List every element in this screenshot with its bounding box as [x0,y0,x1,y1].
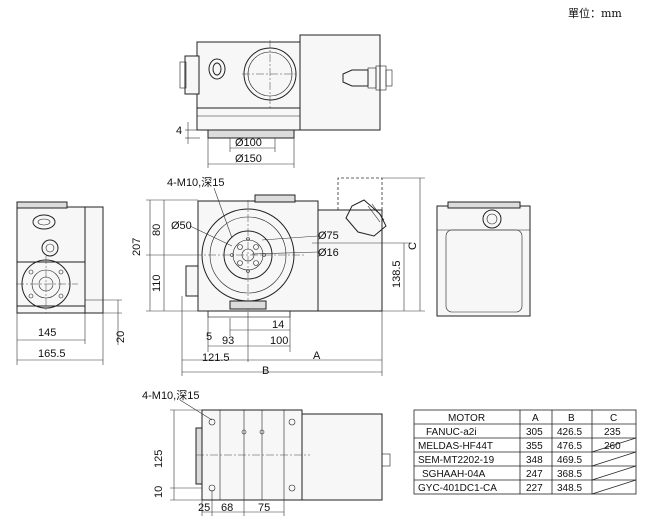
motor-connector-front [345,199,387,237]
dim-100: 100 [270,335,288,347]
dim-10: 10 [153,486,165,498]
table-cell: 368.5 [557,469,582,480]
table-cell: FANUC-a2i [426,427,477,438]
table-cell: MELDAS-HF44T [418,441,493,452]
dim-138-5: 138.5 [391,260,403,288]
table-cell: 355 [526,441,543,452]
dim-25: 25 [198,502,210,514]
unit-label: 單位：mm [568,6,622,20]
top-view [179,34,393,168]
dim-b: B [262,365,269,377]
table-cell: 247 [526,469,543,480]
table-header-b: B [568,413,575,424]
dim-d16: Ø16 [318,247,339,259]
dim-m10-bottom: 4-M10,深15 [142,389,199,402]
dim-68: 68 [221,502,233,514]
dim-d150: Ø150 [235,153,262,165]
table-header-motor: MOTOR [448,413,485,424]
table-cell: 348.5 [557,483,582,494]
table-cell: 469.5 [557,455,582,466]
dim-145: 145 [38,327,56,339]
dim-110: 110 [151,274,163,292]
table-empty-slash [591,451,637,467]
table-cell: 476.5 [557,441,582,452]
table-empty-slash [591,437,637,453]
dim-5: 5 [206,331,212,343]
table-header-a: A [532,413,539,424]
dim-20: 20 [115,331,127,343]
table-cell: 305 [526,427,543,438]
dim-4: 4 [176,125,182,137]
dim-207: 207 [131,238,143,256]
dim-c: C [407,242,419,250]
dim-80: 80 [151,224,163,236]
table-empty-slash [591,465,637,481]
table-cell: 348 [526,455,543,466]
dim-d50: Ø50 [171,220,192,232]
table-empty-slash [591,479,637,495]
table-cell: 426.5 [557,427,582,438]
table-cell: 227 [526,483,543,494]
table-cell: SGHAAH-04A [422,469,486,480]
table-cell: SEM-MT2202-19 [418,455,495,466]
table-cell: 235 [604,427,621,438]
motor-connector-top [342,65,393,91]
dim-125: 125 [153,450,165,468]
dim-d100: Ø100 [235,137,262,149]
table-cell: GYC-401DC1-CA [418,483,497,494]
dim-a: A [313,350,321,362]
front-view [146,177,425,376]
left-side-view [16,201,122,365]
right-side-view [436,201,531,317]
dim-165-5: 165.5 [38,348,66,360]
bottom-view [170,399,391,516]
dim-93: 93 [222,335,234,347]
dim-75: 75 [258,502,270,514]
table-cell: 260 [604,441,621,452]
table-header-c: C [610,413,617,424]
dim-m10-top: 4-M10,深15 [167,176,224,189]
dim-121-5: 121.5 [202,352,230,364]
motor-table [413,409,637,495]
dim-d75: Ø75 [318,230,339,242]
dim-14: 14 [272,319,284,331]
